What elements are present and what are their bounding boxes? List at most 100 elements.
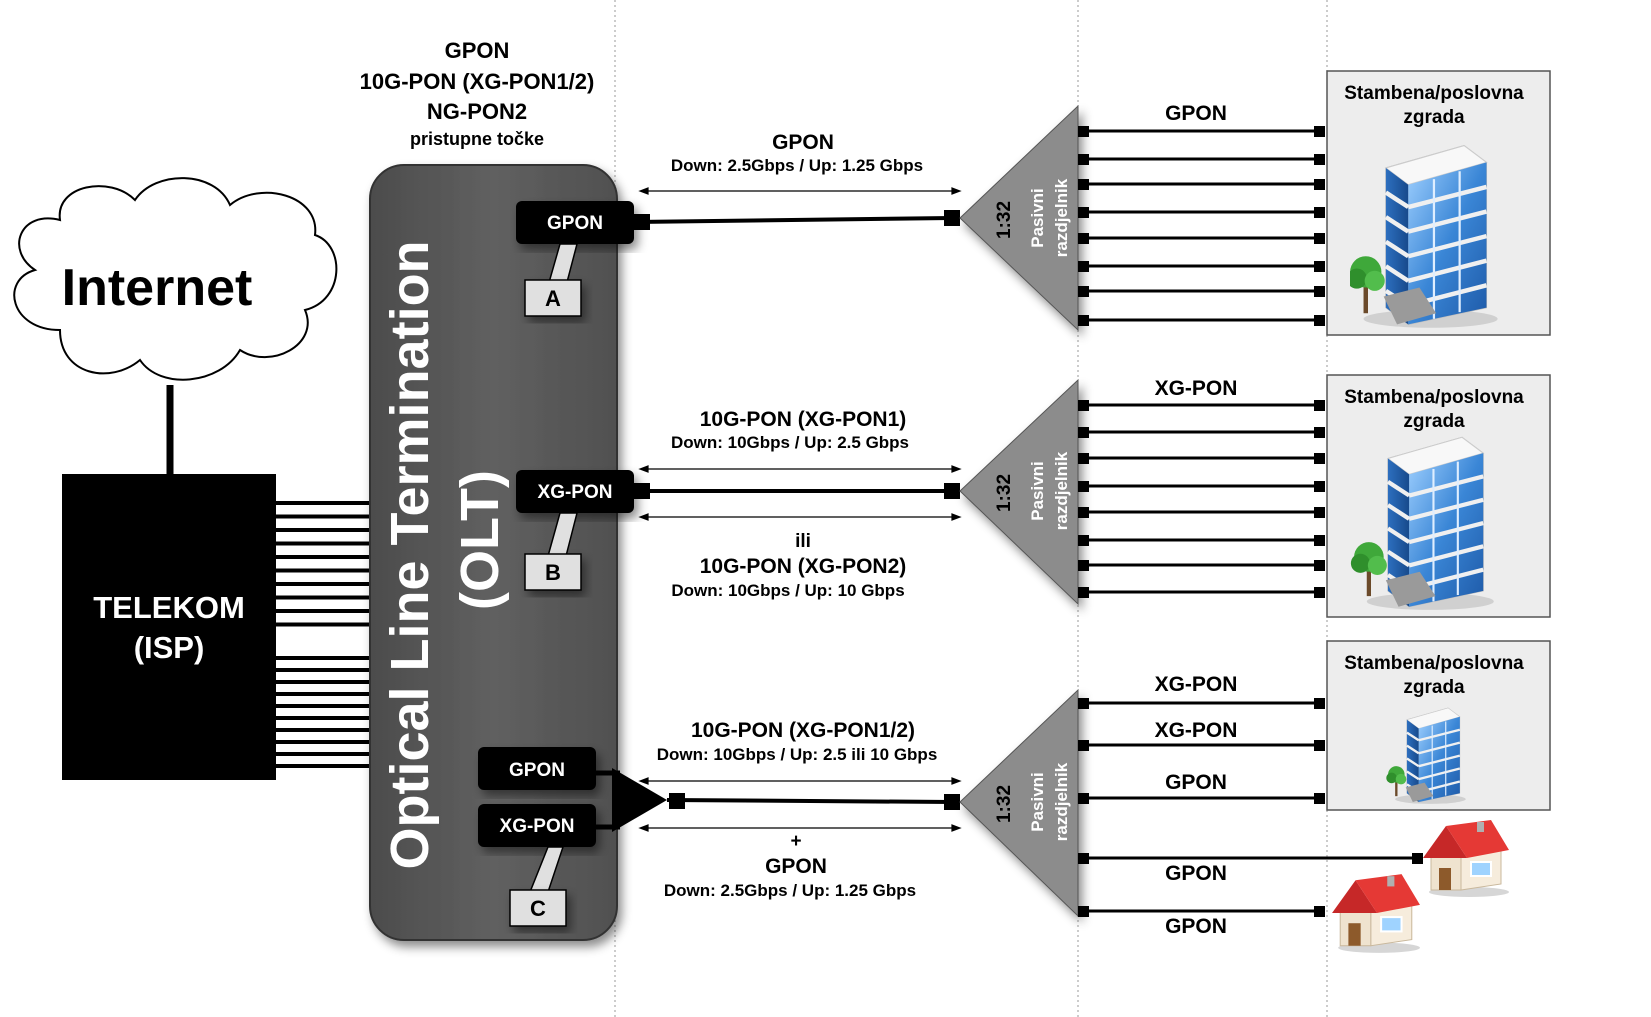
isp-block: TELEKOM (ISP) — [62, 474, 276, 780]
drop-fiber-a-connector — [1078, 286, 1089, 297]
distance-arrows — [638, 187, 962, 832]
isp-name: TELEKOM — [93, 590, 245, 625]
drop-fiber-a-connector — [1314, 286, 1325, 297]
olt-title-abbr-text: (OLT) — [450, 470, 510, 610]
splitters: 1:32 Pasivni razdjelnik 1:32 Pasivni raz… — [959, 104, 1079, 918]
drop-fiber-a-connector — [1078, 261, 1089, 272]
splitter-c-label-1: Pasivni — [1028, 772, 1047, 832]
drop-fiber-a-connector — [1078, 154, 1089, 165]
drop-labels: GPON XG-PON XG-PON XG-PON GPON GPON GPON — [1155, 102, 1238, 938]
link-b-or: ili — [795, 531, 811, 552]
link-c-labels: 10G-PON (XG-PON1/2) Down: 10Gbps / Up: 2… — [657, 719, 938, 900]
drop-label-c-3: GPON — [1165, 771, 1227, 794]
drop-label-c-1: XG-PON — [1155, 673, 1238, 696]
olt-header-line-2: 10G-PON (XG-PON1/2) — [360, 69, 595, 94]
drop-fiber-a-connector — [1314, 207, 1325, 218]
olt-port-b[interactable]: XG-PON — [516, 470, 634, 513]
drop-fiber-a-connector — [1314, 261, 1325, 272]
link-b-speed: Down: 10Gbps / Up: 2.5 Gbps — [671, 433, 909, 452]
drop-fiber-c-connector — [1314, 698, 1325, 709]
drop-fiber-c-house-connector — [1314, 906, 1325, 917]
drop-fiber-c-connector — [1078, 698, 1089, 709]
house-icon — [1331, 873, 1421, 954]
drop-fiber-c-connector — [1314, 740, 1325, 751]
link-a-speed: Down: 2.5Gbps / Up: 1.25 Gbps — [671, 156, 923, 175]
link-b-labels: 10G-PON (XG-PON1) Down: 10Gbps / Up: 2.5… — [671, 408, 909, 600]
drop-fiber-b-connector — [1078, 587, 1089, 598]
olt-header-line-3: NG-PON2 — [427, 99, 527, 124]
drop-fiber-b-connector — [1314, 587, 1325, 598]
splitter-b-ratio: 1:32 — [994, 474, 1015, 512]
drop-fiber-c-connector — [1314, 793, 1325, 804]
splitter-c-label-2: razdjelnik — [1052, 762, 1071, 841]
wdm-combiner — [596, 768, 667, 832]
drop-fiber-a-connector — [1314, 315, 1325, 326]
building-2-label-2: zgrada — [1403, 411, 1465, 432]
drop-fiber-a-connector — [1078, 315, 1089, 326]
splitter-a-label-1: Pasivni — [1028, 188, 1047, 248]
building-1: Stambena/poslovna zgrada — [1326, 70, 1551, 336]
house-icon — [1421, 818, 1511, 898]
link-b-title: 10G-PON (XG-PON1) — [700, 408, 907, 431]
fiber-connectors — [634, 210, 960, 810]
link-c-title-2: GPON — [765, 855, 827, 878]
drop-fiber-c-house-connector — [1078, 853, 1089, 864]
building-1-label-1: Stambena/poslovna — [1344, 83, 1524, 104]
olt-subheader: pristupne točke — [410, 129, 544, 149]
olt-header-line-1: GPON — [445, 38, 510, 63]
building-2: Stambena/poslovna zgrada — [1326, 374, 1551, 618]
internet-cloud: Internet — [13, 177, 338, 381]
splitter-a-ratio: 1:32 — [994, 201, 1015, 239]
olt-port-c-gpon[interactable]: GPON — [478, 747, 596, 790]
olt-title-text: Optical Line Termination — [380, 240, 440, 869]
drop-fiber-b-connector — [1314, 481, 1325, 492]
callout-a: A — [524, 243, 582, 317]
feeder-fibers — [633, 216, 953, 804]
callout-b: B — [524, 512, 582, 591]
drop-fiber-b-connector — [1078, 507, 1089, 518]
drop-label-a: GPON — [1165, 102, 1227, 125]
splitter-c-ratio: 1:32 — [994, 785, 1015, 823]
callout-c: C — [509, 846, 567, 927]
olt-title: Optical Line Termination — [380, 240, 440, 869]
building-3-label-1: Stambena/poslovna — [1344, 653, 1524, 674]
distribution-fibers — [1078, 126, 1423, 917]
link-b-speed-2: Down: 10Gbps / Up: 10 Gbps — [671, 581, 904, 600]
drop-fiber-b-connector — [1314, 400, 1325, 411]
olt-port-a-label: GPON — [547, 213, 603, 234]
drop-fiber-b-connector — [1314, 560, 1325, 571]
splitter-a-label-2: razdjelnik — [1052, 178, 1071, 257]
link-c-speed: Down: 10Gbps / Up: 2.5 ili 10 Gbps — [657, 745, 938, 764]
building-2-label-1: Stambena/poslovna — [1344, 387, 1524, 408]
drop-fiber-a-connector — [1078, 233, 1089, 244]
olt-port-c-xgpon[interactable]: XG-PON — [478, 804, 596, 847]
drop-fiber-b-connector — [1078, 481, 1089, 492]
drop-label-b: XG-PON — [1155, 377, 1238, 400]
drop-fiber-c-house-connector — [1412, 853, 1423, 864]
drop-fiber-b-connector — [1078, 427, 1089, 438]
drop-fiber-c-house-connector — [1078, 906, 1089, 917]
drop-fiber-c-connector — [1078, 740, 1089, 751]
drop-fiber-a-connector — [1078, 179, 1089, 190]
drop-fiber-a-connector — [1314, 126, 1325, 137]
olt-port-a[interactable]: GPON — [516, 201, 634, 244]
splitter-b-label-2: razdjelnik — [1052, 451, 1071, 530]
drop-label-c-5: GPON — [1165, 915, 1227, 938]
callout-b-label: B — [545, 560, 561, 585]
building-3-label-2: zgrada — [1403, 677, 1465, 698]
building-3: Stambena/poslovna zgrada — [1326, 640, 1551, 811]
olt-title-abbr: (OLT) — [450, 470, 510, 610]
link-a-title: GPON — [772, 131, 834, 154]
drop-fiber-b-connector — [1078, 535, 1089, 546]
link-c-plus: + — [790, 831, 801, 852]
splitter-a: 1:32 Pasivni razdjelnik — [959, 104, 1079, 332]
drop-fiber-b-connector — [1078, 560, 1089, 571]
drop-label-c-4: GPON — [1165, 862, 1227, 885]
drop-label-c-2: XG-PON — [1155, 719, 1238, 742]
olt-port-c-xgpon-label: XG-PON — [500, 816, 575, 837]
building-1-label-2: zgrada — [1403, 107, 1465, 128]
internet-label: Internet — [62, 259, 253, 317]
splitter-b: 1:32 Pasivni razdjelnik — [959, 378, 1079, 606]
link-a-labels: GPON Down: 2.5Gbps / Up: 1.25 Gbps — [671, 131, 923, 175]
